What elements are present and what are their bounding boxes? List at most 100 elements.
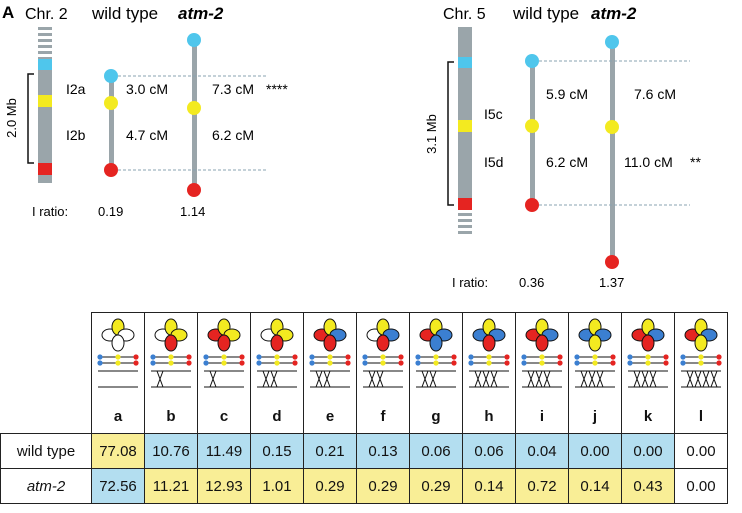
chr5-wt-cyan-marker [525, 54, 539, 68]
chr5-col2-label: atm-2 [591, 4, 637, 23]
frequency-cell: 0.72 [515, 468, 569, 504]
tetrad-class-letter: a [91, 399, 145, 434]
tetrad-icon-cell [674, 312, 728, 399]
frequency-cell: 0.13 [356, 433, 410, 469]
tetrad-icon-row [1, 312, 728, 400]
row-label: atm-2 [0, 468, 92, 504]
chr5-iratio-wt: 0.36 [519, 275, 544, 290]
chr2-name: Chr. 2 [25, 6, 68, 23]
empty-corner [1, 313, 92, 400]
chr5-atm1-value: 7.6 cM [634, 86, 676, 102]
tetrad-class-letter: c [197, 399, 251, 434]
chr2-iratio-wt: 0.19 [98, 204, 123, 219]
tetrad-class-letter: l [674, 399, 728, 434]
frequency-cell: 0.29 [356, 468, 410, 504]
frequency-cell: 0.14 [462, 468, 516, 504]
chr2-atm-red-marker [187, 183, 201, 197]
chr5-wt-yellow-marker [525, 119, 539, 133]
panel-a-chromosome-maps: A Chr. 2 wild type atm-2 2.0 Mb I2a I2b … [2, 3, 701, 290]
frequency-cell: 72.56 [91, 468, 145, 504]
chr2-chromosome [38, 27, 52, 183]
tetrad-class-letter: e [303, 399, 357, 434]
chr2-col1-label: wild type [91, 4, 158, 23]
tetrad-class-letter: g [409, 399, 463, 434]
tetrad-diagram [680, 318, 722, 388]
frequency-cell: 0.21 [303, 433, 357, 469]
frequency-cell: 1.01 [250, 468, 304, 504]
tetrad-class-letter: h [462, 399, 516, 434]
row-label: wild type [0, 433, 92, 469]
panel-a-label: A [2, 3, 14, 22]
chr2-atm-cyan-marker [187, 33, 201, 47]
tetrad-icon-cell [144, 312, 198, 399]
tetrad-diagram [362, 318, 404, 388]
chr5-wt2-value: 6.2 cM [546, 154, 588, 170]
chr2-wt-yellow-marker [104, 96, 118, 110]
chr5-col1-label-text: wild type [512, 4, 579, 23]
chr5-int1-label: I5c [484, 106, 503, 122]
chr5-size-bracket [447, 61, 454, 206]
chr5-col1-label: wild type [512, 4, 579, 23]
tetrad-diagram [574, 318, 616, 388]
chr2-wt2-value: 4.7 cM [126, 127, 168, 143]
chr2-wt1-value: 3.0 cM [126, 81, 168, 97]
chr2-size-bracket [27, 73, 34, 164]
frequency-cell: 0.04 [515, 433, 569, 469]
tetrad-diagram [415, 318, 457, 388]
tetrad-class-letter: i [515, 399, 569, 434]
frequency-cell: 0.06 [462, 433, 516, 469]
frequency-cell: 0.29 [409, 468, 463, 504]
chr2-atm2-value: 6.2 cM [212, 127, 254, 143]
tetrad-class-letter: f [356, 399, 410, 434]
chr2-iratio-atm: 1.14 [180, 204, 205, 219]
chr5-atm-yellow-marker [605, 120, 619, 134]
frequency-cell: 0.00 [621, 433, 675, 469]
frequency-cell: 0.00 [568, 433, 622, 469]
chr2-iratio-label: I ratio: [32, 204, 68, 219]
tetrad-class-letter: d [250, 399, 304, 434]
chr2-atm1-value: 7.3 cM [212, 81, 254, 97]
tetrad-class-letter: k [621, 399, 675, 434]
tetrad-icon-cell [356, 312, 410, 399]
frequency-cell: 12.93 [197, 468, 251, 504]
tetrad-icon-cell [197, 312, 251, 399]
frequency-cell: 77.08 [91, 433, 145, 469]
tetrad-diagram [309, 318, 351, 388]
frequency-cell: 0.14 [568, 468, 622, 504]
tetrad-icon-cell [91, 312, 145, 399]
frequency-cell: 0.00 [674, 468, 728, 504]
chr5-wt-red-marker [525, 198, 539, 212]
chr5-chromosome [458, 27, 472, 234]
chr2-int1-label: I2a [66, 81, 86, 97]
empty-corner [1, 399, 92, 434]
tetrad-diagram [97, 318, 139, 388]
chr2-atm1-significance: **** [266, 81, 288, 97]
chr2-size-label: 2.0 Mb [4, 98, 19, 138]
tetrad-class-letter: j [568, 399, 622, 434]
tetrad-diagram [203, 318, 245, 388]
tetrad-icon-cell [621, 312, 675, 399]
chr5-name: Chr. 5 [443, 6, 486, 23]
tetrad-icon-cell [250, 312, 304, 399]
chr5-iratio-atm: 1.37 [599, 275, 624, 290]
frequency-cell: 11.21 [144, 468, 198, 504]
tetrad-diagram [521, 318, 563, 388]
tetrad-icon-cell [568, 312, 622, 399]
chr2-col2-label: atm-2 [178, 4, 224, 23]
tetrad-icon-cell [462, 312, 516, 399]
frequency-cell: 0.15 [250, 433, 304, 469]
chr5-atm-cyan-marker [605, 35, 619, 49]
frequency-cell: 11.49 [197, 433, 251, 469]
chr2-wt-red-marker [104, 163, 118, 177]
frequency-cell: 0.06 [409, 433, 463, 469]
chr2-wt-cyan-marker [104, 69, 118, 83]
tetrad-icon-cell [409, 312, 463, 399]
frequency-cell: 0.29 [303, 468, 357, 504]
tetrad-icon-cell [303, 312, 357, 399]
tetrad-icon-cell [515, 312, 569, 399]
chr5-atm2-significance: ** [690, 154, 701, 170]
